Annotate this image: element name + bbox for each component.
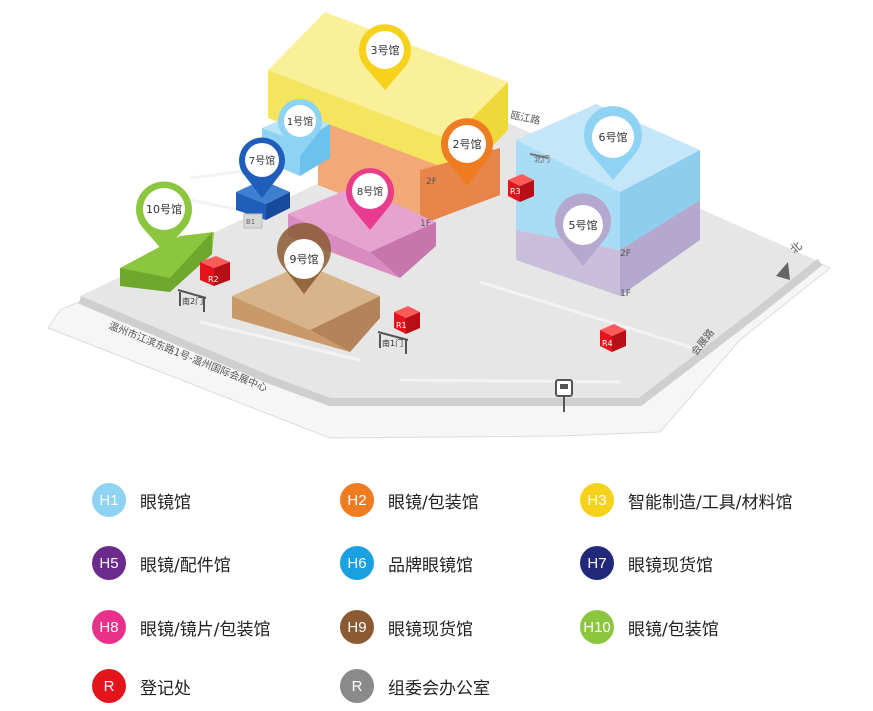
hall-6-pin[interactable]: 6号馆 xyxy=(584,106,643,180)
site-plate-edge xyxy=(78,258,823,406)
registration-marker-r3[interactable]: R3 xyxy=(508,174,534,202)
small-building-icon: B1 xyxy=(243,213,263,229)
legend-code: R xyxy=(92,669,126,703)
hall-10-building[interactable] xyxy=(120,232,214,292)
legend-code: H3 xyxy=(580,483,614,517)
legend-code: H10 xyxy=(580,610,614,644)
svg-text:北门: 北门 xyxy=(534,154,550,164)
registration-marker-r1[interactable]: R1 xyxy=(394,306,420,334)
svg-text:10号馆: 10号馆 xyxy=(146,202,182,216)
svg-text:3号馆: 3号馆 xyxy=(371,43,400,57)
legend-item-h8: H8 眼镜/镜片/包装馆 xyxy=(92,609,270,645)
svg-text:R2: R2 xyxy=(208,275,219,284)
legend-item-registration: R 登记处 xyxy=(92,668,191,704)
legend-code: R xyxy=(340,669,374,703)
hall-10-pin[interactable]: 10号馆 xyxy=(136,181,192,252)
svg-text:5号馆: 5号馆 xyxy=(569,218,598,232)
floor-label-1f-a: 1F xyxy=(420,219,431,229)
north-gate[interactable]: 北门 xyxy=(529,153,550,164)
legend-code: H7 xyxy=(580,546,614,580)
legend-code: H2 xyxy=(340,483,374,517)
hall-8-pin[interactable]: 8号馆 xyxy=(346,168,395,230)
svg-text:6号馆: 6号馆 xyxy=(599,130,628,144)
hall-3-pin[interactable]: 3号馆 xyxy=(359,24,411,91)
legend-code: H1 xyxy=(92,483,126,517)
registration-marker-r2[interactable]: R2 xyxy=(200,256,230,286)
legend-item-h10: H10 眼镜/包装馆 xyxy=(580,609,719,645)
legend-label: 登记处 xyxy=(140,678,191,699)
svg-text:R1: R1 xyxy=(396,321,407,330)
south-gate-2[interactable]: 南2门 xyxy=(177,289,207,312)
registration-marker-r4[interactable]: R4 xyxy=(600,324,626,352)
legend-label: 品牌眼镜馆 xyxy=(388,555,473,576)
legend-label: 智能制造/工具/材料馆 xyxy=(628,492,793,513)
svg-text:8号馆: 8号馆 xyxy=(357,185,383,198)
floor-label-2f-a: 2F xyxy=(426,177,437,187)
legend-label: 眼镜/包装馆 xyxy=(628,619,719,640)
hall-2-pin[interactable]: 2号馆 xyxy=(441,118,494,186)
legend-code: H6 xyxy=(340,546,374,580)
svg-text:南2门: 南2门 xyxy=(182,296,203,306)
legend-code: H8 xyxy=(92,610,126,644)
legend-item-h5: H5 眼镜/配件馆 xyxy=(92,545,231,581)
legend-item-h7: H7 眼镜现货馆 xyxy=(580,545,713,581)
legend-item-office: R 组委会办公室 xyxy=(340,668,490,704)
legend-item-h1: H1 眼镜馆 xyxy=(92,482,191,518)
legend-label: 眼镜馆 xyxy=(140,492,191,513)
legend-item-h6: H6 品牌眼镜馆 xyxy=(340,545,473,581)
legend-label: 眼镜/包装馆 xyxy=(388,492,479,513)
legend-code: H9 xyxy=(340,610,374,644)
legend: H1 眼镜馆 H2 眼镜/包装馆 H3 智能制造/工具/材料馆 H5 眼镜/配件… xyxy=(0,470,873,711)
venue-map: 2F 1F 2F 1F 3号馆 2号馆 1号馆 7号馆 8号馆 10号馆 9号馆 xyxy=(47,12,831,439)
floor-label-2f-b: 2F xyxy=(620,249,631,259)
hall-9-pin[interactable]: 9号馆 xyxy=(277,222,331,294)
svg-text:南1门: 南1门 xyxy=(382,338,403,348)
svg-text:2号馆: 2号馆 xyxy=(453,137,482,151)
hall-1-pin[interactable]: 1号馆 xyxy=(278,98,323,156)
legend-label: 眼镜现货馆 xyxy=(628,555,713,576)
road-label-west: 瓯江路 xyxy=(509,108,541,127)
svg-text:R3: R3 xyxy=(510,187,521,196)
legend-label: 眼镜/镜片/包装馆 xyxy=(140,619,271,640)
legend-label: 组委会办公室 xyxy=(388,678,490,699)
svg-text:B1: B1 xyxy=(246,218,255,226)
floor-label-1f-b: 1F xyxy=(620,289,631,299)
svg-text:R4: R4 xyxy=(602,339,613,348)
legend-label: 眼镜现货馆 xyxy=(388,619,473,640)
legend-item-h9: H9 眼镜现货馆 xyxy=(340,609,473,645)
svg-text:9号馆: 9号馆 xyxy=(290,252,319,266)
south-gate-1[interactable]: 南1门 xyxy=(377,331,409,354)
hall-5-pin[interactable]: 5号馆 xyxy=(555,193,611,266)
legend-item-h3: H3 智能制造/工具/材料馆 xyxy=(580,482,792,518)
hall-7-pin[interactable]: 7号馆 xyxy=(239,137,285,198)
legend-code: H5 xyxy=(92,546,126,580)
legend-label: 眼镜/配件馆 xyxy=(140,555,231,576)
bus-stop-icon[interactable] xyxy=(555,379,573,412)
legend-item-h2: H2 眼镜/包装馆 xyxy=(340,482,479,518)
hall-9-building[interactable] xyxy=(232,264,380,352)
svg-text:7号馆: 7号馆 xyxy=(249,154,275,167)
svg-text:1号馆: 1号馆 xyxy=(287,115,313,128)
